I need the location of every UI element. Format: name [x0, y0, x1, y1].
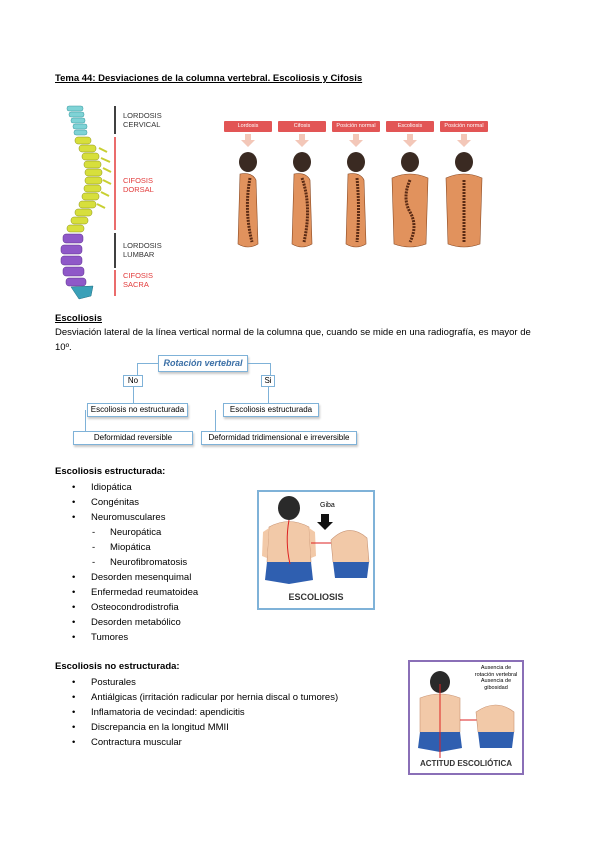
- estructurada-heading: Escoliosis estructurada:: [55, 466, 166, 477]
- escoliosis-callout: Giba: [320, 502, 335, 509]
- posture-column: Cifosis: [276, 119, 328, 264]
- actitud-illustration: [418, 671, 515, 758]
- posture-body-illustration: [237, 134, 259, 248]
- flow-root: Rotación vertebral: [158, 355, 248, 372]
- flow-left-type-label: Escoliosis no estructurada: [90, 405, 185, 414]
- list-subitem: Neuropática: [55, 525, 255, 540]
- document-title: Tema 44: Desviaciones de la columna vert…: [55, 73, 363, 84]
- actitud-figure: Ausencia de rotación vertebral Ausencia …: [408, 660, 524, 775]
- list-item: Enfermedad reumatoidea: [55, 585, 255, 600]
- posture-header: Cifosis: [278, 121, 326, 132]
- estructurada-list: Idiopática Congénitas Neuromusculares Ne…: [55, 480, 255, 645]
- escoliosis-illustration: [262, 496, 370, 584]
- posture-body-illustration: [291, 134, 313, 248]
- flowchart: Rotación vertebral No Si Escoliosis no e…: [65, 352, 365, 448]
- list-item: Tumores: [55, 630, 255, 645]
- posture-header: Posición normal: [332, 121, 380, 132]
- flow-no-label: No: [127, 376, 139, 385]
- list-subitem: Miopática: [55, 540, 255, 555]
- list-item: Osteocondrodistrofia: [55, 600, 255, 615]
- list-item: Posturales: [55, 675, 385, 690]
- flow-si: Si: [261, 375, 275, 387]
- posture-column: Posición normal: [438, 119, 490, 264]
- escoliosis-figure-label: ESCOLIOSIS: [288, 592, 344, 602]
- posture-header: Posición normal: [440, 121, 488, 132]
- posture-header: Escoliosis: [386, 121, 434, 132]
- list-item: Desorden metabólico: [55, 615, 255, 630]
- flow-left-type: Escoliosis no estructurada: [87, 403, 188, 417]
- flow-right-type-label: Escoliosis estructurada: [229, 405, 313, 414]
- list-item: Antiálgicas (irritación radicular por he…: [55, 690, 385, 705]
- list-subitem: Neurofibromatosis: [55, 555, 255, 570]
- posture-column: Posición normal: [330, 119, 382, 264]
- list-item: Inflamatoria de vecindad: apendicitis: [55, 705, 385, 720]
- flow-right-result: Deformidad tridimensional e irreversible: [201, 431, 357, 445]
- posture-column: Escoliosis: [384, 119, 436, 264]
- list-item: Idiopática: [55, 480, 255, 495]
- escoliosis-heading: Escoliosis: [55, 313, 102, 324]
- posture-column: Lordosis: [222, 119, 274, 264]
- no-estructurada-list: Posturales Antiálgicas (irritación radic…: [55, 675, 385, 750]
- flow-right-type: Escoliosis estructurada: [223, 403, 319, 417]
- postures-figure: Lordosis Cifosis Posición normal Escoliosis…: [222, 119, 490, 264]
- posture-header: Lordosis: [224, 121, 272, 132]
- flow-right-result-label: Deformidad tridimensional e irreversible: [208, 433, 350, 442]
- posture-body-illustration: [391, 134, 429, 248]
- escoliosis-definition: Desviación lateral de la línea vertical …: [55, 327, 531, 353]
- posture-body-illustration: [345, 134, 367, 248]
- list-item: Neuromusculares: [55, 510, 255, 525]
- flow-root-label: Rotación vertebral: [163, 358, 243, 368]
- no-estructurada-heading: Escoliosis no estructurada:: [55, 661, 180, 672]
- flow-left-result-label: Deformidad reversible: [93, 433, 173, 442]
- posture-body-illustration: [445, 134, 483, 248]
- actitud-caption: Ausencia de rotación vertebral Ausencia …: [474, 665, 518, 691]
- actitud-figure-label: ACTITUD ESCOLIÓTICA: [420, 759, 512, 768]
- flow-si-label: Si: [264, 376, 272, 385]
- list-item: Contractura muscular: [55, 735, 385, 750]
- list-item: Desorden mesenquimal: [55, 570, 255, 585]
- spine-illustration: [60, 105, 116, 300]
- list-item: Congénitas: [55, 495, 255, 510]
- flow-no: No: [123, 375, 143, 387]
- list-item: Discrepancia en la longitud MMII: [55, 720, 385, 735]
- flow-left-result: Deformidad reversible: [73, 431, 193, 445]
- escoliosis-figure: Giba ESCOLIOSIS: [257, 490, 375, 610]
